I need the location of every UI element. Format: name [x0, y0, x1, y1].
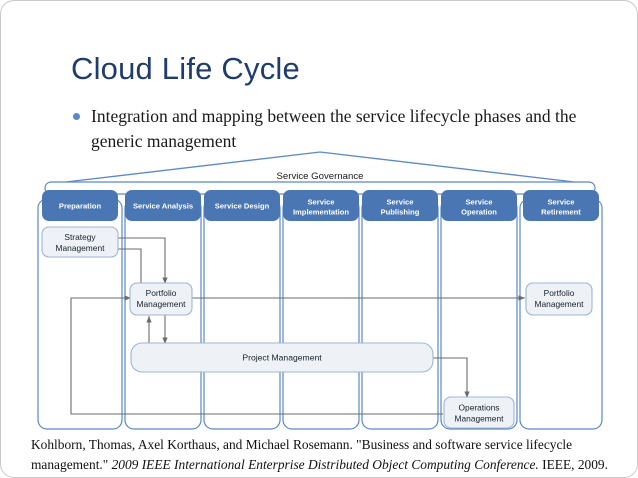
node-portfolio-management-right[interactable]: Portfolio Management: [525, 282, 593, 316]
node-label-portfolio-left-l1: Portfolio: [146, 288, 177, 298]
service-governance-label: Service Governance: [277, 171, 364, 182]
lane-header-service-analysis[interactable]: Service Analysis: [125, 190, 201, 221]
node-portfolio-management-left[interactable]: Portfolio Management: [129, 282, 193, 316]
connector-lines: [70, 237, 525, 415]
bullet-item: Integration and mapping between the serv…: [73, 104, 603, 154]
node-label-portfolio-right-l1: Portfolio: [544, 288, 575, 298]
bullet-text: Integration and mapping between the serv…: [91, 106, 577, 151]
lane-header-service-implementation[interactable]: Service Implementation: [283, 190, 359, 221]
node-operations-management[interactable]: Operations Management: [443, 396, 515, 429]
node-strategy-management[interactable]: Strategy Management: [41, 226, 119, 258]
connector-strategy-to-portfolio: [117, 237, 168, 284]
lane-containers: [37, 198, 603, 430]
page-title: Cloud Life Cycle: [71, 51, 300, 86]
lane-label-service-publishing-l2: Publishing: [381, 208, 420, 217]
lane-label-preparation: Preparation: [59, 202, 102, 211]
lane-body-service-operation[interactable]: [440, 198, 518, 430]
lane-header-service-design[interactable]: Service Design: [204, 190, 280, 221]
citation-part-3: IEEE, 2009.: [538, 456, 608, 472]
lane-header-service-operation[interactable]: Service Operation: [441, 190, 517, 221]
lane-body-service-publishing[interactable]: [361, 198, 439, 430]
node-project-management[interactable]: Project Management: [130, 342, 434, 373]
connector-operations-to-portfolio: [70, 295, 443, 415]
lane-header-preparation[interactable]: Preparation: [42, 190, 118, 221]
lane-label-service-implementation-l1: Service: [307, 198, 334, 207]
lane-label-service-operation-l2: Operation: [461, 208, 497, 217]
connector-project-to-operations: [433, 357, 470, 398]
node-label-operations-l2: Management: [455, 414, 505, 424]
connector-portfolio-to-strategy: [111, 246, 142, 298]
lane-body-service-design[interactable]: [203, 198, 281, 430]
lane-body-service-implementation[interactable]: [282, 198, 360, 430]
lane-label-service-retirement-l1: Service: [547, 198, 574, 207]
bullet-dot-icon: [73, 113, 80, 120]
node-label-strategy-l1: Strategy: [64, 232, 96, 242]
roof-chevron-icon: [48, 151, 592, 185]
lane-label-service-publishing-l1: Service: [386, 198, 413, 207]
citation-text: Kohlborn, Thomas, Axel Korthaus, and Mic…: [31, 435, 609, 474]
service-governance-roof: Service Governance: [44, 151, 596, 195]
lane-header-service-retirement[interactable]: Service Retirement: [523, 190, 599, 221]
lane-header-service-publishing[interactable]: Service Publishing: [362, 190, 438, 221]
lane-label-service-design: Service Design: [215, 202, 270, 211]
node-label-portfolio-left-l2: Management: [137, 299, 187, 309]
citation-part-2-italic: 2009 IEEE International Enterprise Distr…: [111, 456, 539, 472]
lane-headers: Preparation Service Analysis Service Des…: [42, 190, 599, 221]
node-label-project-management: Project Management: [242, 353, 322, 363]
citation-part-1: Kohlborn, Thomas, Axel Korthaus, and Mic…: [31, 437, 573, 472]
lane-label-service-retirement-l2: Retirement: [541, 208, 581, 217]
lane-label-service-analysis: Service Analysis: [133, 202, 193, 211]
node-label-strategy-l2: Management: [56, 243, 106, 253]
node-label-portfolio-right-l2: Management: [535, 299, 585, 309]
node-label-operations-l1: Operations: [459, 403, 500, 413]
cloud-life-cycle-diagram: Service Governance Preparation: [1, 146, 637, 438]
lane-label-service-operation-l1: Service: [465, 198, 492, 207]
lane-label-service-implementation-l2: Implementation: [293, 208, 349, 217]
process-nodes: Strategy Management Portfolio Management…: [41, 226, 593, 429]
